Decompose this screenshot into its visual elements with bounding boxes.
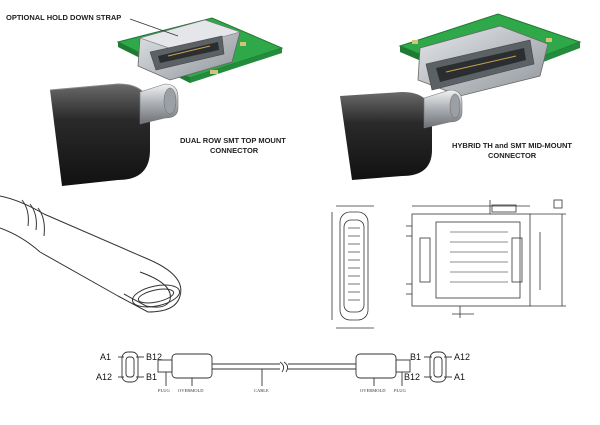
label-dual-row-line2: CONNECTOR: [210, 146, 259, 155]
right-plug-face: [429, 351, 447, 383]
pin-left-b12: B12: [146, 352, 162, 362]
pin-right-a1: A1: [454, 372, 465, 382]
label-hold-down-strap: OPTIONAL HOLD DOWN STRAP: [6, 13, 121, 22]
pin-right-b1: B1: [410, 352, 421, 362]
label-overmold-left: OVERMOLD: [178, 388, 204, 393]
label-hybrid-line1: HYBRID TH and SMT MID-MOUNT: [452, 141, 572, 150]
cable-pinout-diagram: A1 B12 A12 B1 B1 A12 B12 A1 PLUG OVERMOL…: [96, 351, 470, 393]
connector-technical-drawing: [331, 199, 566, 329]
pin-right-a12: A12: [454, 352, 470, 362]
label-hybrid-line2: CONNECTOR: [488, 151, 537, 160]
pin-right-b12: B12: [404, 372, 420, 382]
label-overmold-right: OVERMOLD: [360, 388, 386, 393]
pin-left-a12: A12: [96, 372, 112, 382]
left-plug-face: [121, 351, 139, 383]
contact-pins-front: [348, 227, 360, 301]
pin-left-b1: B1: [146, 372, 157, 382]
pin-left-a1: A1: [100, 352, 111, 362]
cable-plug-right: [340, 92, 432, 180]
label-cable: CABLE: [254, 388, 269, 393]
label-plug-right: PLUG: [394, 388, 407, 393]
hybrid-mid-mount-illustration: HYBRID TH and SMT MID-MOUNT CONNECTOR: [340, 13, 582, 180]
label-dual-row-line1: DUAL ROW SMT TOP MOUNT: [180, 136, 286, 145]
dual-row-smt-illustration: OPTIONAL HOLD DOWN STRAP DUAL ROW SMT TO…: [6, 13, 286, 186]
side-view-contacts: [450, 231, 508, 283]
label-plug-left: PLUG: [158, 388, 171, 393]
cable-line-drawing: [0, 195, 182, 313]
cable-plug-left: [50, 84, 150, 186]
